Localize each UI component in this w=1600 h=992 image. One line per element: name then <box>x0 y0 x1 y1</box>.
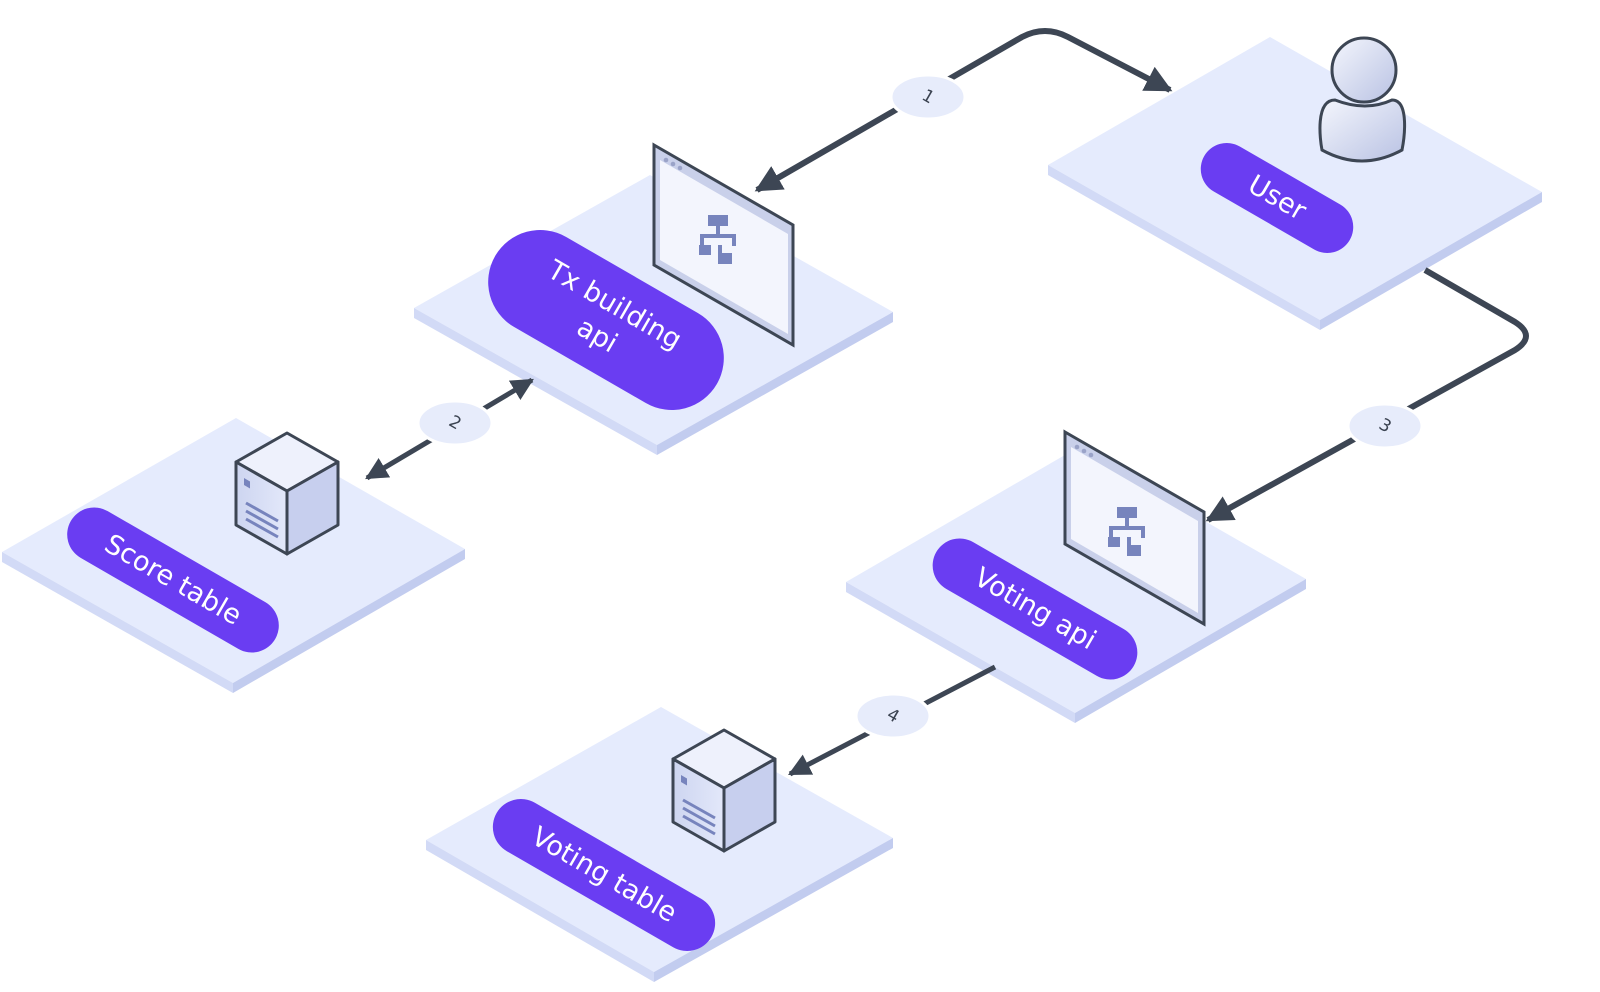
step-badge-2: 2 <box>416 399 494 447</box>
browser-window-sitemap-icon <box>1063 429 1206 627</box>
user-figure-icon <box>1318 36 1407 163</box>
step-badge-4: 4 <box>854 692 932 740</box>
connector-step-3 <box>1205 267 1529 523</box>
browser-window-sitemap-icon <box>652 142 795 348</box>
step-badge-3: 3 <box>1346 402 1424 450</box>
step-badge-1: 1 <box>889 73 967 121</box>
platform-voting-table <box>426 707 893 982</box>
connector-step-1 <box>754 28 1173 193</box>
server-box-icon <box>671 728 777 853</box>
platform-score-table <box>2 418 465 693</box>
server-box-icon <box>234 431 340 556</box>
